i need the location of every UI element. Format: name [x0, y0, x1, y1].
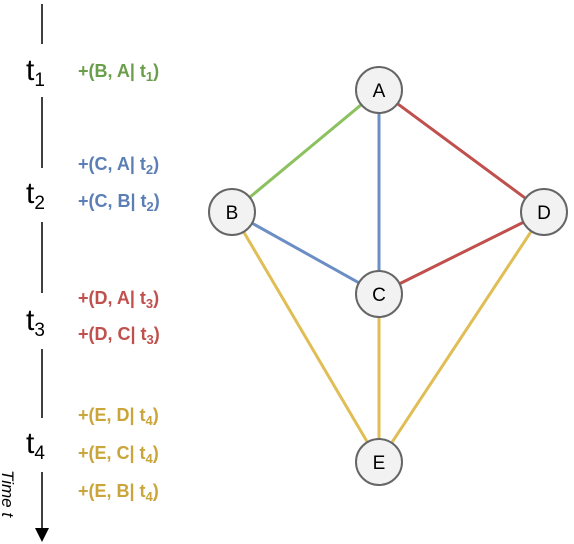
event-label: +(B, A| t1)	[78, 61, 159, 84]
event-list: +(B, A| t1) +(C, A| t2) +(C, B| t2) +(D,…	[78, 61, 160, 504]
time-axis	[35, 4, 49, 542]
node-e: E	[355, 438, 403, 486]
node-b-label: B	[226, 203, 239, 224]
node-a: A	[355, 66, 403, 114]
node-c: C	[355, 270, 403, 318]
event-label: +(D, A| t3)	[78, 288, 159, 311]
edge-d-a	[395, 102, 528, 200]
edge-d-c	[398, 220, 525, 286]
node-d-label: D	[537, 203, 551, 224]
time-tick-t2: t2	[26, 177, 45, 214]
edge-b-a	[248, 103, 363, 199]
time-axis-arrowhead	[35, 528, 49, 542]
time-tick-t1: t1	[26, 54, 45, 91]
time-tick-t4: t4	[26, 427, 45, 464]
node-e-label: E	[373, 453, 386, 474]
event-label: +(E, D| t4)	[78, 405, 159, 428]
time-axis-label: Time t	[0, 470, 17, 518]
graph-edges	[242, 102, 533, 445]
node-d: D	[520, 188, 568, 236]
event-label: +(D, C| t3)	[78, 324, 160, 347]
node-b: B	[208, 188, 256, 236]
time-tick-t3: t3	[26, 304, 45, 341]
edge-e-b	[242, 230, 369, 444]
edge-e-d	[390, 229, 533, 445]
event-label: +(E, B| t4)	[78, 481, 159, 504]
node-c-label: C	[372, 285, 386, 306]
event-label: +(C, A| t2)	[78, 154, 159, 177]
event-label: +(E, C| t4)	[78, 443, 159, 466]
graph-nodes: A B C D E	[208, 66, 568, 486]
event-label: +(C, B| t2)	[78, 191, 160, 214]
node-a-label: A	[373, 81, 386, 102]
edge-c-b	[250, 221, 361, 285]
